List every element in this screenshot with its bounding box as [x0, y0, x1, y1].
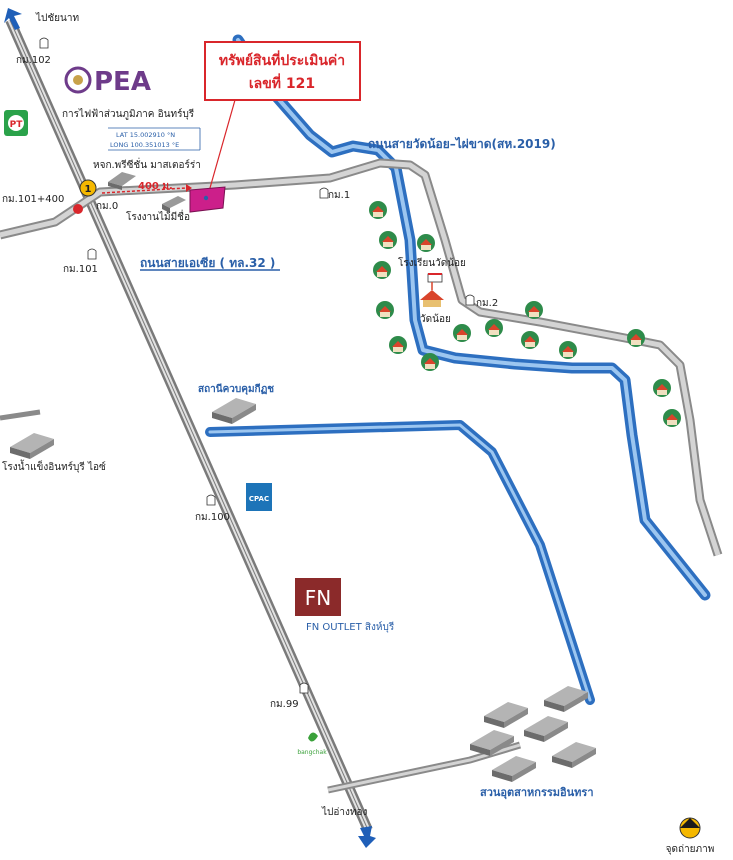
- km-0: กม.0: [96, 201, 118, 212]
- photo-point-number: 1: [85, 184, 92, 195]
- legend-photo-point-label: จุดถ่ายภาพ: [666, 844, 715, 855]
- school-icon: [427, 273, 443, 283]
- fn-outlet-label: FN OUTLET สิงห์บุรี: [306, 621, 395, 633]
- km-99: กม.99: [270, 699, 299, 710]
- direction-south: ไปอ่างทอง: [321, 806, 367, 818]
- coordinate-box: LAT 15.002910 °N LONG 100.351013 °E: [108, 127, 201, 151]
- south-arrow-icon: [358, 826, 376, 848]
- property-callout: ทรัพย์สินที่ประเมินค่า เลขที่ 121: [204, 41, 361, 196]
- photo-point-marker: 1: [79, 179, 97, 197]
- distance-arrow: [101, 184, 192, 194]
- road-label-asia: ถนนสายเอเซีย ( ทล.32 ): [140, 256, 275, 270]
- km-101: กม.101: [63, 264, 98, 275]
- distance-label: 400 ม.: [138, 181, 173, 192]
- shop-label: หจก.พรีซีชั่น มาสเตอร์ร่า: [93, 157, 201, 171]
- industrial-buildings: [470, 686, 596, 782]
- coord-long: LONG 100.351013 °E: [110, 141, 179, 149]
- red-location-dot-icon: [73, 204, 83, 214]
- km-101-400: กม.101+400: [2, 194, 64, 205]
- fn-logo: FN: [295, 578, 341, 616]
- road-label-wat-noi: ถนนสายวัดน้อย–ไผ่ขาด(สห.2019): [368, 136, 556, 151]
- road-left-stub: [0, 409, 41, 421]
- bangchak-logo: bangchak: [297, 732, 327, 756]
- north-arrow-icon: [4, 8, 22, 30]
- pt-station-icon: PT: [4, 110, 28, 136]
- property-pin-icon: [203, 195, 209, 201]
- pest-station-label: สถานีควบคุมกีฏช: [198, 383, 274, 395]
- km-1: กม.1: [328, 190, 350, 201]
- direction-north: ไปชัยนาท: [35, 12, 79, 24]
- road-industrial: [327, 741, 522, 794]
- callout-line1: ทรัพย์สินที่ประเมินค่า: [219, 50, 345, 69]
- km-100: กม.100: [195, 512, 230, 523]
- fn-logo-text: FN: [305, 586, 331, 610]
- coord-lat: LAT 15.002910 °N: [116, 131, 175, 139]
- cpac-logo: CPAC: [246, 483, 272, 511]
- school-label: โรงเรียนวัดน้อย: [398, 256, 466, 269]
- wood-factory-label: โรงงานไม้มีชื่อ: [126, 209, 190, 223]
- industrial-park-label: สวนอุตสาหกรรมอินทรา: [480, 786, 594, 800]
- cpac-logo-text: CPAC: [249, 495, 269, 503]
- temple-icon: [420, 282, 444, 307]
- km-102: กม.102: [16, 55, 51, 66]
- bangchak-label: bangchak: [297, 749, 327, 756]
- km-2: กม.2: [476, 298, 498, 309]
- ice-factory-icon: [10, 433, 54, 459]
- pea-logo: PEA: [64, 66, 151, 97]
- road-asia-highway: [5, 17, 373, 833]
- road-wat-noi: [0, 158, 723, 557]
- warehouse-icon: [212, 398, 256, 424]
- canal-branch: [205, 420, 595, 705]
- canal-main: [232, 34, 711, 601]
- wood-factory-icon: [162, 196, 186, 213]
- shop-building-icon: [108, 172, 136, 190]
- temple-label: วัดน้อย: [420, 313, 451, 325]
- legend-photo-point-icon: [679, 817, 701, 839]
- ice-factory-label: โรงน้ำแข็งอินทร์บุรี ไอซ์: [2, 459, 106, 473]
- village-houses: [369, 201, 681, 427]
- callout-line2: เลขที่ 121: [249, 73, 315, 92]
- km-marker-icon: [39, 37, 475, 694]
- pea-logo-text: PEA: [94, 67, 151, 97]
- pea-label: การไฟฟ้าส่วนภูมิภาค อินทร์บุรี: [62, 108, 195, 120]
- svg-text:PT: PT: [10, 120, 24, 130]
